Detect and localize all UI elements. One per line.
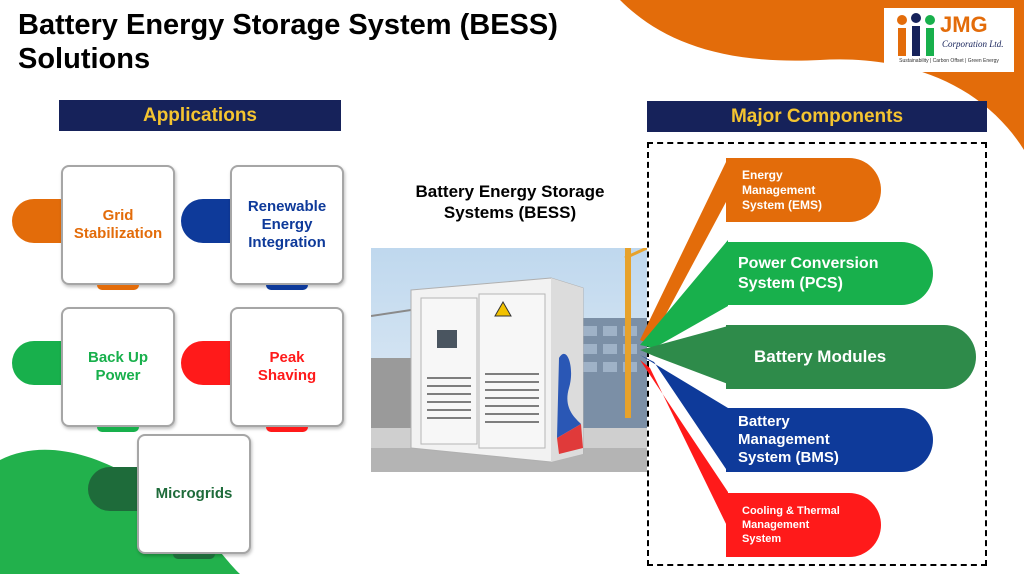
logo-subtitle: Corporation Ltd.	[942, 39, 1004, 49]
grid-stabilization-card: Grid Stabilization	[61, 165, 175, 285]
applications-header: Applications	[59, 100, 341, 131]
component-cooling: Cooling & Thermal Management System	[726, 493, 881, 557]
renewable-energy-label: Renewable Energy Integration	[247, 198, 327, 251]
grid-stabilization-accent	[97, 285, 139, 290]
bess-container-image	[371, 248, 647, 472]
company-logo: JMG Corporation Ltd. Sustainability | Ca…	[884, 8, 1014, 72]
logo-emblem-icon	[897, 13, 935, 56]
logo-tagline: Sustainability | Carbon Offset | Green E…	[899, 58, 999, 64]
backup-power-card: Back Up Power	[61, 307, 175, 427]
peak-shaving-accent	[266, 427, 308, 432]
component-pcs-label: Power Conversion System (PCS)	[738, 254, 879, 292]
logo-name: JMG	[940, 12, 988, 37]
renewable-energy-card: Renewable Energy Integration	[230, 165, 344, 285]
title-line-2: Solutions	[18, 43, 151, 75]
components-box	[647, 142, 987, 566]
microgrids-card: Microgrids	[137, 434, 251, 554]
grid-stabilization-label: Grid Stabilization	[73, 207, 163, 242]
component-bms-label: Battery Management System (BMS)	[738, 413, 839, 466]
bess-caption: Battery Energy Storage Systems (BESS)	[415, 182, 605, 222]
backup-power-label: Back Up Power	[87, 349, 149, 384]
component-ems: Energy Management System (EMS)	[726, 158, 881, 222]
components-fan	[640, 162, 728, 528]
title-line-1: Battery Energy Storage System (BESS)	[18, 9, 558, 41]
peak-shaving-label: Peak Shaving	[257, 349, 317, 384]
component-bms: Battery Management System (BMS)	[726, 408, 933, 472]
component-battery-modules: Battery Modules	[726, 325, 976, 389]
renewable-energy-accent	[266, 285, 308, 290]
microgrids-accent	[173, 554, 215, 559]
component-pcs: Power Conversion System (PCS)	[726, 242, 933, 305]
microgrids-label: Microgrids	[155, 485, 233, 502]
components-header: Major Components	[647, 101, 987, 132]
peak-shaving-card: Peak Shaving	[230, 307, 344, 427]
page-title: Battery Energy Storage System (BESS) Sol…	[18, 8, 618, 76]
component-ems-label: Energy Management System (EMS)	[742, 167, 823, 212]
component-cooling-label: Cooling & Thermal Management System	[742, 505, 840, 545]
component-battery-modules-label: Battery Modules	[754, 347, 887, 366]
backup-power-accent	[97, 427, 139, 432]
